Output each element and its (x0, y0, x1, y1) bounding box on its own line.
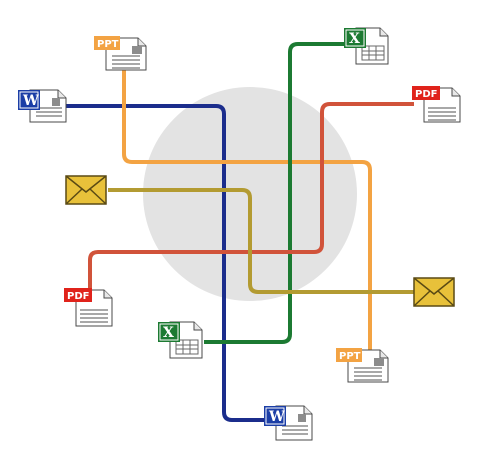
word-badge-letter: W (268, 409, 285, 425)
excel-badge-letter: X (349, 31, 360, 47)
ppt-badge-label: PPT (97, 39, 119, 50)
pdf-file-icon[interactable]: PDF (64, 288, 113, 327)
green-connector (204, 42, 344, 344)
orange-connector (122, 68, 372, 350)
ppt-file-icon[interactable]: PPT (336, 348, 389, 383)
word-file-icon[interactable]: W (18, 89, 67, 123)
envelope-icon[interactable] (413, 277, 455, 307)
gold-connector (108, 188, 414, 294)
ppt-badge-label: PPT (339, 351, 361, 362)
excel-file-icon[interactable]: X (158, 321, 203, 359)
excel-file-icon[interactable]: X (344, 27, 389, 65)
word-badge-letter: W (22, 93, 39, 109)
word-file-icon[interactable]: W (264, 405, 313, 441)
excel-badge-letter: X (163, 325, 174, 341)
blue-connector (64, 104, 264, 422)
red-connector (88, 102, 414, 290)
pdf-file-icon[interactable]: PDF (412, 86, 461, 123)
envelope-icon[interactable] (65, 175, 107, 205)
ppt-file-icon[interactable]: PPT (94, 36, 147, 71)
pdf-badge-label: PDF (67, 291, 89, 302)
pdf-badge-label: PDF (415, 89, 437, 100)
